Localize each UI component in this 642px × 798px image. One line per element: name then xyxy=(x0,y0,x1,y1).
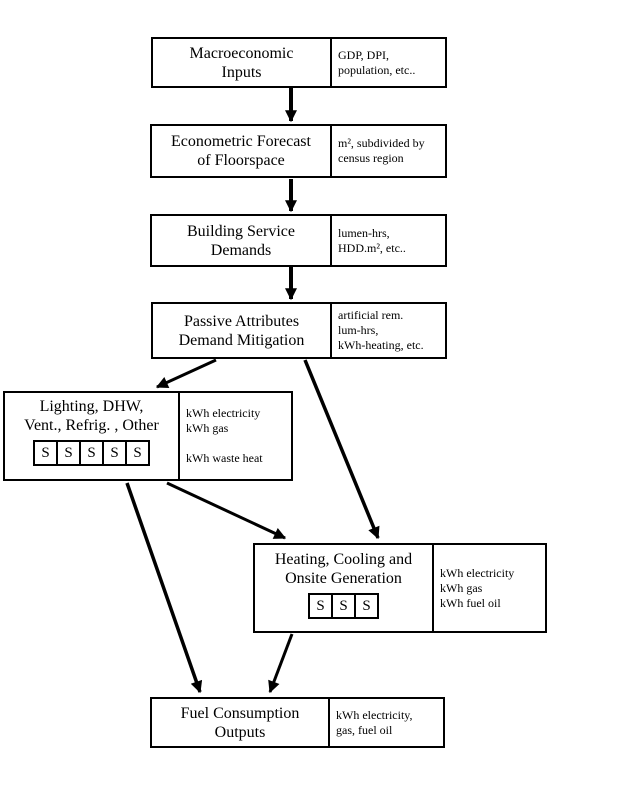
node-note: kWh electricity kWh gas kWh waste heat xyxy=(178,393,291,479)
node-label-line: Econometric Forecast xyxy=(171,133,311,150)
node-heating-cooling-onsite-generation: Heating, Cooling and Onsite Generation S… xyxy=(253,543,547,633)
segment-cell: S xyxy=(102,440,127,466)
note-line: kWh gas xyxy=(186,421,229,435)
node-label-line: Demand Mitigation xyxy=(178,331,305,349)
note-line: HDD.m², etc.. xyxy=(338,240,406,255)
node-label-line: Onsite Generation xyxy=(285,570,402,587)
node-label-line: Fuel Consumption xyxy=(180,704,300,722)
note-line: artificial rem. xyxy=(338,308,404,322)
note-line: kWh gas xyxy=(440,580,483,595)
note-line: kWh electricity xyxy=(440,565,515,580)
note-line: lumen-hrs, xyxy=(338,225,390,240)
note-line: kWh fuel oil xyxy=(440,595,501,610)
node-label-line: Building Service xyxy=(187,222,295,240)
arrow-passive-to-lighting xyxy=(155,358,217,389)
node-label-line: Heating, Cooling and xyxy=(274,551,413,568)
node-label-line: Outputs xyxy=(214,723,266,741)
node-note: kWh electricity kWh gas kWh fuel oil xyxy=(432,545,545,631)
segment-cell: S xyxy=(354,593,379,619)
node-label: Fuel Consumption Outputs xyxy=(152,699,328,746)
note-line xyxy=(186,436,285,451)
note-line: GDP, DPI, xyxy=(338,47,390,62)
arrow-passive-to-heating xyxy=(303,359,380,540)
note-line: kWh-heating, etc. xyxy=(338,338,424,352)
node-note: artificial rem. lum-hrs, kWh-heating, et… xyxy=(330,304,445,357)
segment-cell: S xyxy=(308,593,333,619)
node-label-line: Macroeconomic xyxy=(189,44,294,62)
node-econometric-forecast: Econometric Forecast of Floorspace m², s… xyxy=(150,124,447,178)
node-label: Heating, Cooling and Onsite Generation S… xyxy=(255,545,432,631)
node-fuel-consumption-outputs: Fuel Consumption Outputs kWh electricity… xyxy=(150,697,445,748)
note-line: kWh waste heat xyxy=(186,451,263,465)
note-line: m², subdivided by xyxy=(338,136,425,150)
note-line: kWh electricity, xyxy=(336,707,413,722)
note-line: census region xyxy=(338,151,404,165)
node-note: kWh electricity, gas, fuel oil xyxy=(328,699,443,746)
arrow-lighting-to-heating xyxy=(166,481,287,540)
segment-cell: S xyxy=(125,440,150,466)
node-label: Building Service Demands xyxy=(152,216,330,265)
node-label-line: of Floorspace xyxy=(197,152,285,169)
node-note: GDP, DPI, population, etc.. xyxy=(330,39,445,86)
node-label: Econometric Forecast of Floorspace xyxy=(152,126,330,176)
arrow-lighting-to-fuel xyxy=(125,482,203,694)
note-line: gas, fuel oil xyxy=(336,722,393,737)
node-label: Macroeconomic Inputs xyxy=(153,39,330,86)
node-label-line: Vent., Refrig. , Other xyxy=(24,417,159,434)
node-label-line: Inputs xyxy=(221,63,262,81)
note-line: kWh electricity xyxy=(186,406,261,420)
node-label-line: Passive Attributes xyxy=(183,312,300,330)
node-macroeconomic-inputs: Macroeconomic Inputs GDP, DPI, populatio… xyxy=(151,37,447,88)
node-note: m², subdivided by census region xyxy=(330,126,445,176)
node-label-line: Demands xyxy=(210,241,272,259)
segment-row: S S S S S xyxy=(33,440,150,466)
node-label-line: Lighting, DHW, xyxy=(39,398,144,415)
node-label: Lighting, DHW, Vent., Refrig. , Other S … xyxy=(5,393,178,479)
node-passive-attributes: Passive Attributes Demand Mitigation art… xyxy=(151,302,447,359)
segment-cell: S xyxy=(33,440,58,466)
note-line: population, etc.. xyxy=(338,62,416,77)
node-building-service-demands: Building Service Demands lumen-hrs, HDD.… xyxy=(150,214,447,267)
segment-row: S S S xyxy=(308,593,379,619)
node-lighting-dhw-vent-refrig-other: Lighting, DHW, Vent., Refrig. , Other S … xyxy=(3,391,293,481)
note-line: lum-hrs, xyxy=(338,323,379,337)
segment-cell: S xyxy=(331,593,356,619)
node-label: Passive Attributes Demand Mitigation xyxy=(153,304,330,357)
node-note: lumen-hrs, HDD.m², etc.. xyxy=(330,216,445,265)
arrow-heating-to-fuel xyxy=(268,633,294,694)
segment-cell: S xyxy=(79,440,104,466)
segment-cell: S xyxy=(56,440,81,466)
